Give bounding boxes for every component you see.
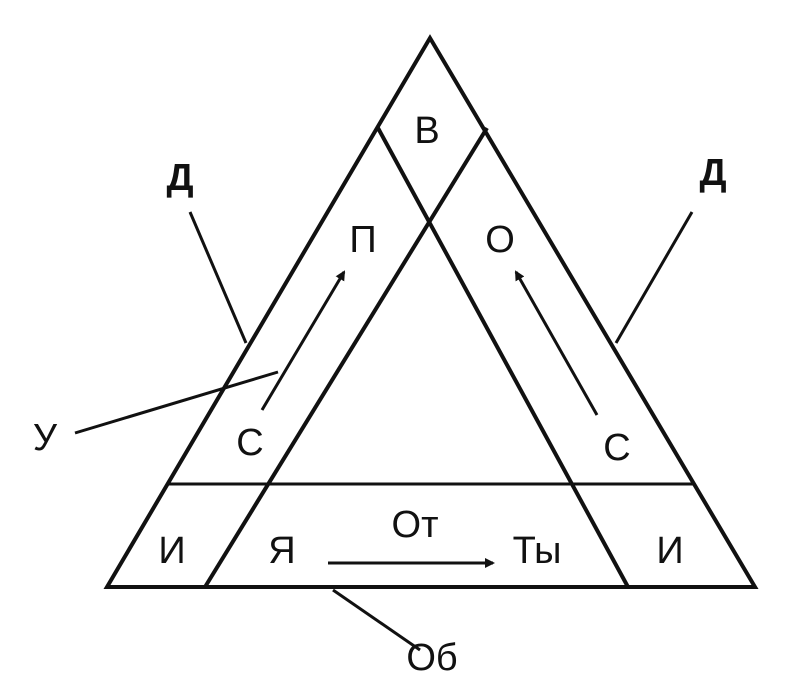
label-base-self: Я (268, 530, 295, 572)
arrow-left-up (260, 270, 346, 411)
label-left-upper: П (349, 219, 376, 261)
leader-line-d-left (188, 211, 248, 344)
arrow-right-up (514, 270, 599, 416)
leader-line-u (74, 370, 279, 435)
label-base-arrow: От (392, 504, 439, 546)
label-side-left: Д (166, 157, 193, 199)
label-left-lower: С (236, 422, 263, 464)
label-right-lower: С (603, 427, 630, 469)
label-base-right-corner: И (656, 530, 683, 572)
label-pointer-left: У (33, 417, 58, 459)
leader-line-ob (332, 588, 421, 652)
label-side-right: Д (699, 152, 726, 194)
label-base-other: Ты (513, 530, 562, 572)
label-right-upper: О (485, 219, 515, 261)
leader-line-d-right (614, 211, 694, 344)
inner-line-left-to-right (376, 127, 630, 588)
label-top: В (414, 110, 439, 152)
label-pointer-bottom: Об (406, 637, 457, 679)
inner-line-right-to-left (203, 126, 489, 589)
outer-triangle (103, 34, 759, 589)
label-base-left-corner: И (158, 530, 185, 572)
